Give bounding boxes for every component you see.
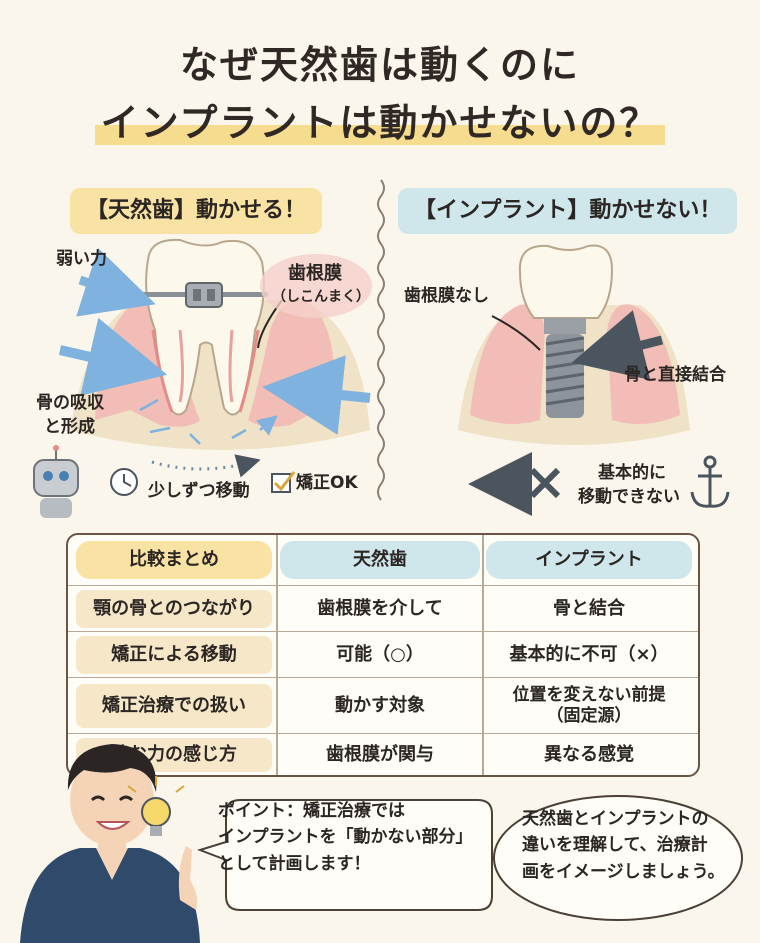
table-header: インプラント [486,541,692,579]
pdl-label-bg [260,254,372,318]
summary-bubble: 天然歯とインプラントの 違いを理解して、治療計 画をイメージしましょう。 [500,806,758,912]
table-header: 天然歯 [280,541,480,579]
table-header-row: 比較まとめ 天然歯 インプラント [68,535,698,585]
table-cell: 可能（○） [336,643,424,665]
bone-arrow [571,310,664,381]
force-arrow-3 [262,355,371,435]
table-row: 矯正による移動 可能（○） 基本的に不可（×） [68,631,698,678]
title-highlight: インプラントは動かせないの？ [94,101,666,145]
table-cell: 歯根膜が関与 [326,743,434,765]
implant-crown [518,244,614,319]
table-cell: 基本的に不可（×） [509,643,669,665]
no-move-line2: 移動できない [578,487,680,507]
weak-force-label: 弱い力 [56,249,107,269]
pdl-label: 歯根膜 [288,263,342,284]
tooth-root-canal [178,329,234,403]
table-row: 矯正治療での扱い 動かす対象 位置を変えない前提 （固定源） [68,677,698,734]
table-cell: 歯根膜を介して [317,597,443,619]
anchor-icon [690,455,730,508]
bubble2-line3: 画をイメージしましょう。 [522,861,725,882]
ortho-ok-label: 矯正OK [296,473,358,493]
table-cell: 異なる感覚 [544,743,634,765]
slow-move-label: 少しずつ移動 [148,481,250,501]
page-title-line2: インプラントは動かせないの？ [0,92,760,147]
point-bubble: ポイント：矯正治療では インプラントを「動かない部分」 として計画します！ [218,798,488,914]
natural-tooth-tag: 【天然歯】動かせる！ [70,188,323,234]
bone-label-line2: と形成 [44,417,95,437]
implant-abutment [544,318,586,334]
cross-icon [529,467,561,499]
bubble1-line2: インプラントを「動かない部分」 [218,827,473,848]
robot-icon [33,445,79,518]
bubble1-line1: ポイント：矯正治療では [218,801,405,821]
table-row: 顎の骨とのつながり 歯根膜を介して 骨と結合 [68,585,698,632]
no-move-line1: 基本的に [598,463,666,483]
check-icon [271,473,291,493]
pdl-reading: （しこんまく） [272,289,370,305]
table-cell: 矯正による移動 [76,636,272,674]
lightbulb-icon [127,776,185,836]
bone-label-line1: 骨の吸収 [36,393,104,413]
table-cell: 動かす対象 [335,694,425,716]
bubble1-line3: として計画します！ [218,853,371,874]
force-arrow-2 [58,317,168,396]
table-cell: 矯正治療での扱い [76,684,272,728]
illustration [33,179,730,518]
table-cell: 顎の骨とのつながり [76,590,272,628]
table-cell: 骨と結合 [553,597,625,619]
ortho-bracket [185,282,223,308]
force-arrow-1 [76,247,156,317]
table-cell: 位置を変えない前提 （固定源） [512,684,666,726]
implant-tag: 【インプラント】動かせない！ [398,188,738,234]
table-header: 比較まとめ [76,541,272,579]
move-arrow [151,454,261,478]
table-row: 噛む力の感じ方 歯根膜が関与 異なる感覚 [68,733,698,775]
no-pdl-label: 歯根膜なし [404,286,489,306]
panel-divider [377,179,385,501]
bone-direct-label: 骨と直接結合 [624,365,726,385]
comparison-table: 比較まとめ 天然歯 インプラント 顎の骨とのつながり 歯根膜を介して 骨と結合 … [66,533,700,777]
table-cell: 噛む力の感じ方 [76,738,272,772]
page-title-line1: なぜ天然歯は動くのに [179,43,580,87]
bubble2-line2: 違いを理解して、治療計 [522,835,708,856]
implant-screw [545,334,585,418]
gum-right [470,304,545,424]
bubble2-line1: 天然歯とインプラントの [522,809,709,829]
